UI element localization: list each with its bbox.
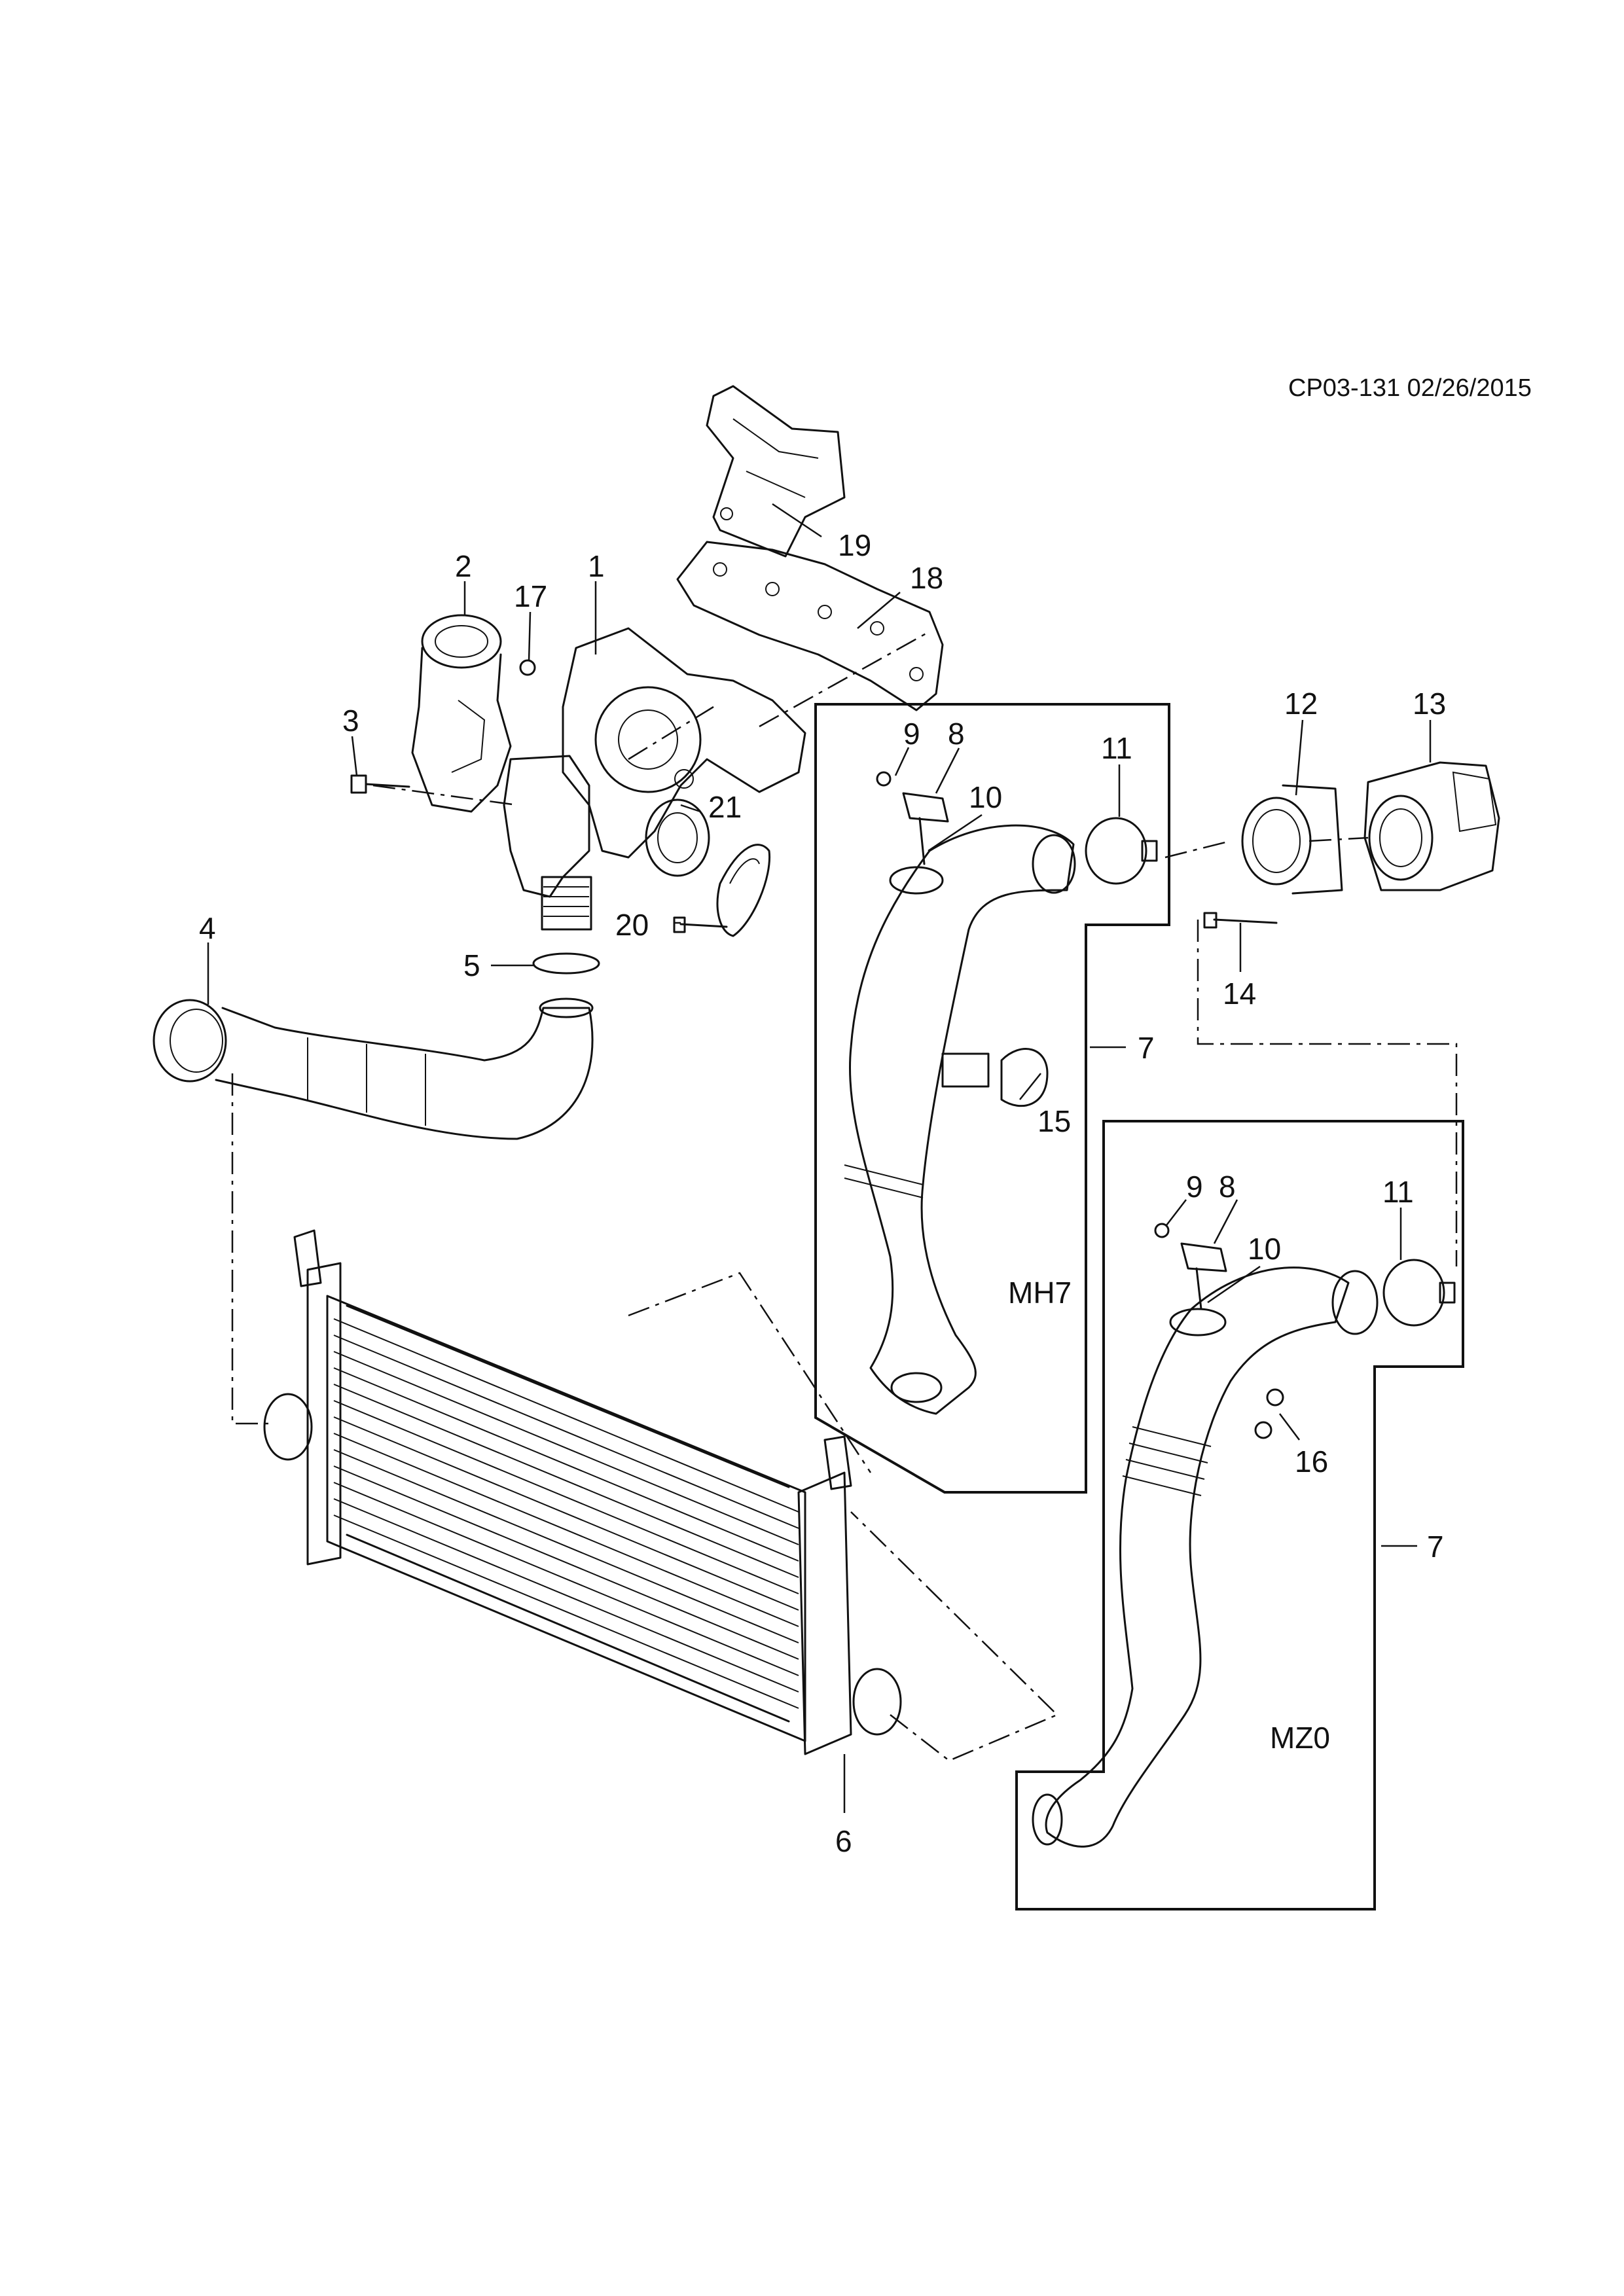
intercooler <box>263 1229 902 1755</box>
callout-11-mh7: 11 <box>1101 731 1132 765</box>
callout-10-mz0: 10 <box>1248 1232 1282 1266</box>
nuts-mz0 <box>1254 1388 1284 1439</box>
assembly-line <box>759 630 930 728</box>
callout-13: 13 <box>1413 687 1447 721</box>
charge-air-hose <box>153 997 594 1140</box>
callout-8-mh7: 8 <box>948 717 965 751</box>
callout-9-mh7: 9 <box>903 717 920 751</box>
hose-clip <box>941 1048 1049 1107</box>
clamp-mz0 <box>1382 1259 1456 1327</box>
callout-7-mh7: 7 <box>1138 1031 1155 1065</box>
callout-11-mz0: 11 <box>1382 1175 1414 1209</box>
assembly-line <box>628 706 714 761</box>
hose-clamp <box>532 952 600 975</box>
callout-17: 17 <box>514 579 548 613</box>
sensor-mh7 <box>876 771 949 865</box>
callout-12: 12 <box>1284 687 1318 721</box>
callout-19: 19 <box>838 528 872 562</box>
heat-shield <box>706 385 846 558</box>
callout-10-mh7: 10 <box>969 780 1003 814</box>
clamp-mh7 <box>1085 817 1158 885</box>
assembly-line <box>1164 840 1231 859</box>
callout-4: 4 <box>199 911 216 945</box>
callout-1: 1 <box>588 549 605 583</box>
exhaust-manifold-gasket <box>676 541 944 711</box>
sensor-mz0 <box>1154 1223 1227 1310</box>
assembly-line <box>1308 836 1369 842</box>
callout-20: 20 <box>615 908 649 942</box>
assembly-line <box>628 1272 872 1473</box>
callout-5: 5 <box>463 948 480 982</box>
mh7-variant-frame <box>814 703 1170 1494</box>
callout-6: 6 <box>835 1824 852 1858</box>
throttle-body <box>1363 761 1500 891</box>
variant-label-mz0: MZ0 <box>1270 1721 1330 1755</box>
variant-label-mh7: MH7 <box>1008 1276 1072 1310</box>
callout-16: 16 <box>1295 1444 1329 1479</box>
callout-leaders <box>207 503 1432 1813</box>
bolt <box>350 774 410 794</box>
inlet-pipe <box>411 614 512 813</box>
mh7-charge-air-hose <box>844 824 1076 1415</box>
nut <box>519 659 536 676</box>
assembly-line <box>1197 920 1458 1266</box>
throttle-adapter <box>1203 784 1343 929</box>
callout-21: 21 <box>708 790 742 824</box>
callout-2: 2 <box>455 549 472 583</box>
callout-7-mz0: 7 <box>1427 1530 1444 1564</box>
assembly-line <box>850 1511 1059 1762</box>
callout-8-mz0: 8 <box>1219 1170 1236 1204</box>
callout-3: 3 <box>342 704 359 738</box>
assembly-line <box>372 784 518 806</box>
clamp <box>673 844 771 937</box>
document-code: CP03-131 02/26/2015 <box>1288 374 1532 402</box>
callout-18: 18 <box>910 561 944 595</box>
callout-9-mz0: 9 <box>1186 1170 1203 1204</box>
callout-14: 14 <box>1223 977 1257 1011</box>
assembly-line <box>231 1073 275 1425</box>
callout-15: 15 <box>1038 1104 1072 1138</box>
turbocharger <box>503 627 806 931</box>
mz0-variant-frame <box>1015 1120 1464 1910</box>
mz0-charge-air-hose <box>1032 1266 1379 1848</box>
